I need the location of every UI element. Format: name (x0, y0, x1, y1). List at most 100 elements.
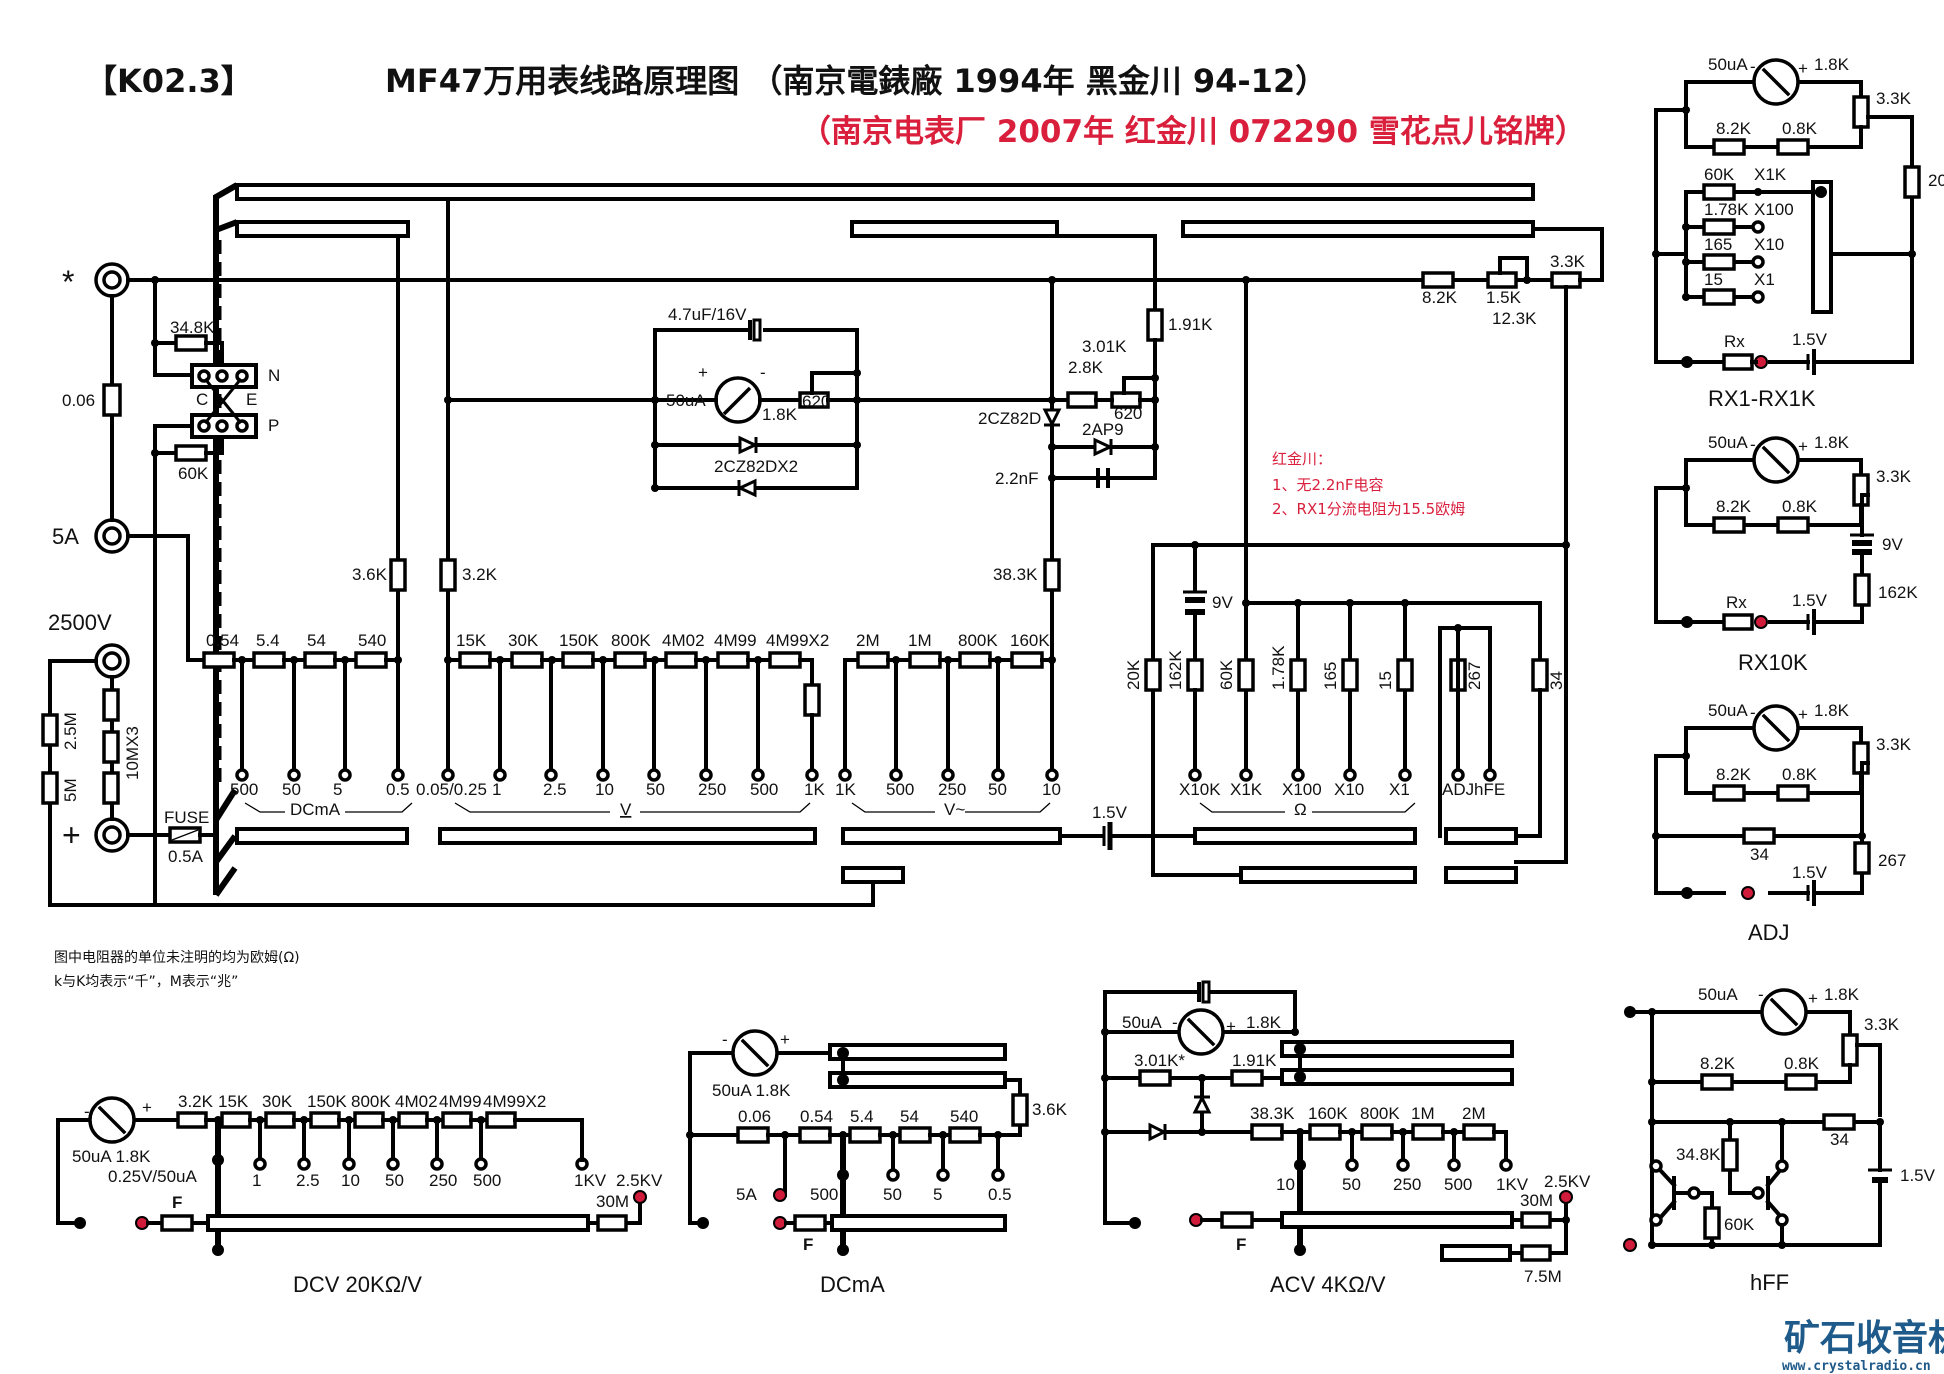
range-label-dcv-0: 0.05/0.25 (416, 780, 487, 799)
label-3-01k: 3.01K (1082, 337, 1127, 356)
probe-2-5kv[interactable] (1559, 1190, 1573, 1204)
contact-dcv-1[interactable] (493, 768, 507, 782)
meter-plus: + (1798, 59, 1808, 78)
contact-dcv-3[interactable] (596, 768, 610, 782)
junction-dot (1294, 1244, 1306, 1256)
meter-needle (1761, 67, 1791, 97)
contact-acv-3[interactable] (1499, 1158, 1513, 1172)
contact-ohm-X1K[interactable] (1239, 768, 1253, 782)
resistor-dcv-3 (353, 1111, 385, 1129)
contact-dcma-0.5[interactable] (391, 768, 405, 782)
caption-dcv: DCV 20KΩ/V (293, 1272, 422, 1297)
contact-X100[interactable] (1751, 220, 1765, 234)
pot-3-3k[interactable] (1550, 271, 1582, 289)
contact-dcv-6[interactable] (751, 768, 765, 782)
hfe-socket[interactable] (1751, 1186, 1765, 1200)
meter-minus: - (1758, 985, 1764, 1004)
contact-dcv-2.5[interactable] (297, 1157, 311, 1171)
contact-acv-0[interactable] (1345, 1158, 1359, 1172)
label-60k: 60K (178, 464, 209, 483)
contact-ohm-X10[interactable] (1343, 768, 1357, 782)
label-rx: Rx (1724, 332, 1745, 351)
label-ohm-res-0: 20K (1124, 659, 1143, 690)
contact-dcma-5[interactable] (936, 1168, 950, 1182)
probe-hfe[interactable] (1623, 1238, 1637, 1252)
label-dcv-res-3: 800K (611, 631, 651, 650)
diode-icon (1192, 1094, 1212, 1114)
contact-dcv-50[interactable] (386, 1157, 400, 1171)
contact-dcv-1[interactable] (253, 1157, 267, 1171)
label-r-meter: 1.8K (1824, 985, 1860, 1004)
contact-dcv-5[interactable] (699, 768, 713, 782)
contact-ohm-X1[interactable] (1398, 768, 1412, 782)
resistor-0-8k (1784, 1073, 1818, 1091)
contact-dcma-50[interactable] (886, 1168, 900, 1182)
contact-dcv-7[interactable] (805, 768, 819, 782)
contact-dcma-50[interactable] (287, 768, 301, 782)
resistor-dcv-4 (397, 1111, 429, 1129)
range-label-dcv-1: 1 (492, 780, 501, 799)
contact-dcv-250[interactable] (430, 1157, 444, 1171)
meter-icon (1752, 436, 1800, 484)
terminal-2500v[interactable]: 2500V (48, 610, 130, 679)
probe-rx[interactable] (1754, 615, 1768, 629)
contact-ohm-ADJ[interactable] (1451, 768, 1465, 782)
probe-2-5kv[interactable] (633, 1190, 647, 1204)
range-label-ohm-3: X10 (1334, 780, 1364, 799)
contact-dcv-500[interactable] (474, 1157, 488, 1171)
contact-ohm-X10K[interactable] (1188, 768, 1202, 782)
label-34: 34 (1750, 845, 1769, 864)
contact-acv-4[interactable] (1045, 768, 1059, 782)
junction-dot (1198, 1128, 1206, 1136)
contact-dcv-0[interactable] (441, 768, 455, 782)
contact-dcv-10[interactable] (342, 1157, 356, 1171)
terminal-common[interactable]: * (62, 262, 130, 300)
contact-acv-2[interactable] (1447, 1158, 1461, 1172)
resistor-acv-2 (1360, 1123, 1394, 1141)
contact-X1[interactable] (1751, 290, 1765, 304)
label-dcma-res-1: 0.54 (800, 1107, 833, 1126)
resistor-dcma-3 (898, 1126, 932, 1144)
contact-dcma-500[interactable] (235, 768, 249, 782)
resistor-dcv-5 (716, 651, 750, 669)
meter-minus: - (1750, 57, 1756, 76)
transistor-socket[interactable]: N P C E (190, 363, 280, 439)
contact-acv-2[interactable] (941, 768, 955, 782)
hfe-socket[interactable] (1775, 1159, 1789, 1173)
contact-dcv-4[interactable] (647, 768, 661, 782)
terminal-5a[interactable]: 5A (52, 518, 130, 554)
contact-ohm-hFE[interactable] (1483, 768, 1497, 782)
terminal-plus[interactable]: + (62, 817, 130, 853)
range-label-dcv-5: 250 (698, 780, 726, 799)
contact-dcma-0.5[interactable] (991, 1168, 1005, 1182)
wire (1684, 80, 1863, 112)
contact-acv-1[interactable] (889, 768, 903, 782)
svg-text:+: + (698, 363, 708, 382)
range-label-acv-3: 50 (988, 780, 1007, 799)
label-3-01k: 3.01K* (1134, 1051, 1185, 1070)
probe-5a[interactable] (773, 1188, 787, 1202)
contact-ohm-X100[interactable] (1291, 768, 1305, 782)
label-10mx3: 10MX3 (123, 726, 142, 780)
label-dcv-res-1: 30K (262, 1092, 293, 1111)
hfe-socket[interactable] (1649, 1159, 1663, 1173)
junction-dot (1562, 541, 1570, 549)
contact-acv-1[interactable] (1396, 1158, 1410, 1172)
probe-adj[interactable] (1741, 886, 1755, 900)
hfe-socket[interactable] (1649, 1213, 1663, 1227)
contact-dcv-2[interactable] (544, 768, 558, 782)
label-pot-3-3k: 3.3K (1876, 467, 1912, 486)
brand-url[interactable]: www.crystalradio.cn (1782, 1359, 1931, 1374)
contact-X10[interactable] (1751, 255, 1765, 269)
switch-bus-hv (841, 866, 905, 884)
switch-bus-acv (841, 827, 1062, 845)
junction-dot (1708, 1241, 1716, 1249)
contact-dcma-5[interactable] (338, 768, 352, 782)
meter-plus: + (1808, 989, 1818, 1008)
contact-acv-0[interactable] (838, 768, 852, 782)
range-switch-bar[interactable] (1811, 180, 1833, 314)
contact-acv-3[interactable] (991, 768, 1005, 782)
range-label-dcma-0: 500 (810, 1185, 838, 1204)
label-2-5kv: 2.5KV (616, 1171, 663, 1190)
